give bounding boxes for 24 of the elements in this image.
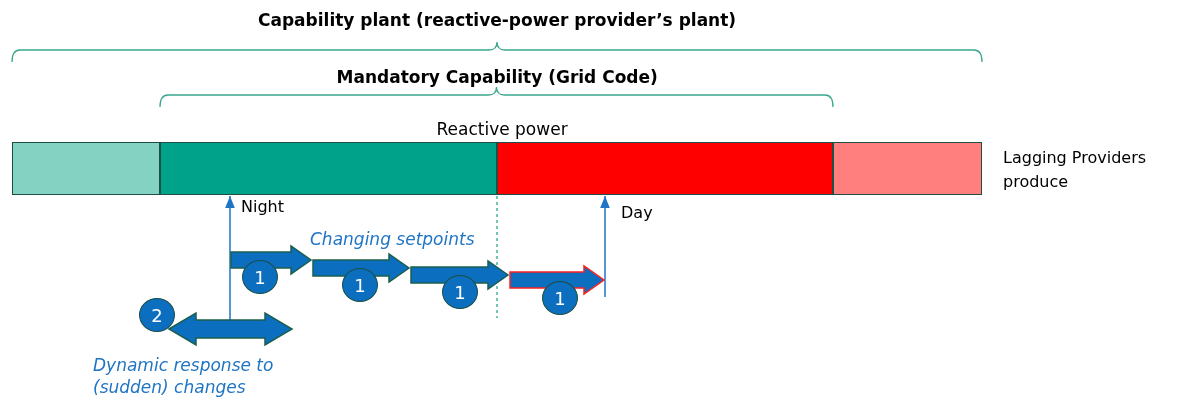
setpoint-step-shape — [312, 253, 410, 304]
annotation: Changing setpoints — [310, 229, 475, 249]
heading: Mandatory Capability (Grid Code) — [336, 67, 658, 87]
number-badge: 2 — [139, 298, 175, 332]
setpoint-step-shape — [509, 265, 605, 317]
bar-segment — [497, 142, 833, 195]
number-badge: 1 — [542, 281, 578, 315]
bar-segment — [833, 142, 982, 195]
bar-segment — [160, 142, 497, 195]
number-badge: 1 — [242, 260, 278, 294]
time-label: Night — [241, 197, 284, 216]
setpoint-step-shape — [410, 260, 509, 311]
setpoint-step-shape — [230, 245, 312, 296]
annotation: Dynamic response to (sudden) changes — [93, 354, 275, 398]
time-label: Day — [621, 203, 653, 222]
heading: Capability plant (reactive-power provider’s plant) — [258, 10, 737, 30]
bar-title: Reactive power — [436, 119, 568, 139]
bar-segment — [12, 142, 160, 195]
side-note: Lagging Providers produce — [1003, 147, 1148, 193]
number-badge: 1 — [442, 275, 478, 309]
arrow — [225, 195, 235, 321]
arrow — [600, 195, 610, 298]
response-range-shape — [139, 298, 293, 346]
number-badge: 1 — [342, 268, 378, 302]
